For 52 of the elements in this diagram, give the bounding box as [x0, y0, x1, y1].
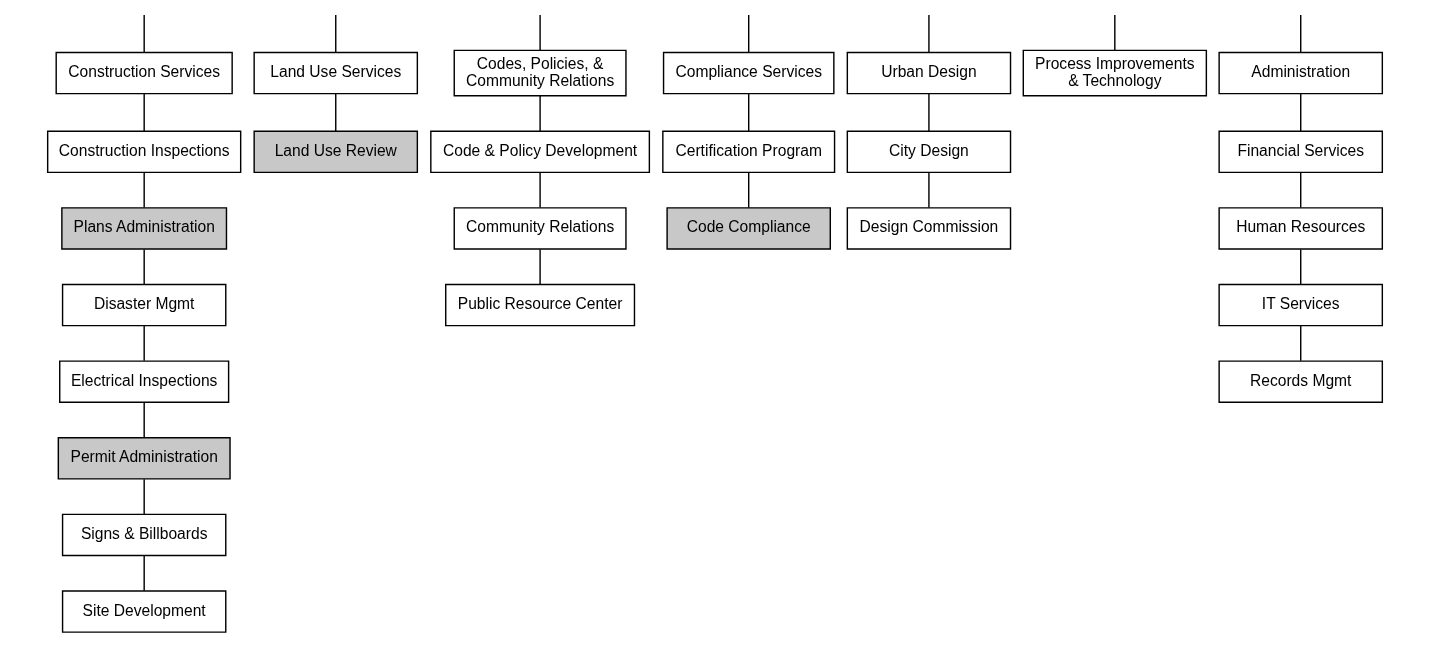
connector — [747, 93, 749, 132]
connector — [1113, 14, 1116, 51]
connector — [927, 172, 930, 209]
connector — [538, 172, 541, 209]
connector — [927, 14, 930, 53]
node-box: Public Resource Center — [444, 283, 635, 327]
node-box: Codes, Policies, & Community Relations — [453, 49, 627, 97]
node-box: Financial Services — [1217, 130, 1383, 174]
connector — [142, 401, 145, 439]
connector — [142, 248, 145, 285]
connector — [142, 555, 145, 592]
connector — [927, 93, 930, 132]
connector — [1299, 248, 1301, 285]
node-box: Electrical Inspections — [58, 360, 229, 403]
node-box: Disaster Mgmt — [61, 283, 226, 327]
node-box: Construction Inspections — [46, 130, 241, 174]
node-box: Design Commission — [846, 207, 1011, 250]
connector — [334, 14, 336, 53]
node-box: Code & Policy Development — [429, 130, 650, 174]
connector — [334, 93, 336, 132]
connector — [1299, 172, 1301, 209]
node-box: Process Improvements & Technology — [1022, 49, 1207, 97]
node-box: Compliance Services — [662, 51, 835, 95]
connector — [1299, 93, 1301, 132]
connector — [538, 14, 541, 51]
node-box: Construction Services — [55, 51, 233, 95]
connector — [142, 14, 145, 53]
node-box: City Design — [846, 130, 1011, 174]
node-box: Code Compliance — [665, 207, 831, 250]
node-box: Community Relations — [453, 207, 627, 250]
node-box: Site Development — [61, 590, 226, 633]
node-box: Human Resources — [1217, 207, 1383, 250]
connector — [142, 325, 145, 362]
connector — [142, 478, 145, 515]
node-box: Plans Administration — [60, 207, 227, 250]
connector — [747, 172, 749, 209]
connector — [142, 93, 145, 132]
node-box: IT Services — [1217, 283, 1383, 327]
node-box: Certification Program — [661, 130, 835, 174]
node-box: Administration — [1217, 51, 1383, 95]
connector — [538, 248, 541, 285]
node-box: Records Mgmt — [1217, 360, 1383, 403]
connector — [1299, 325, 1301, 362]
connector — [1299, 14, 1301, 53]
node-box: Land Use Review — [252, 130, 418, 174]
connector — [538, 95, 541, 132]
node-box: Permit Administration — [57, 437, 231, 480]
connector — [142, 172, 145, 209]
node-box: Urban Design — [846, 51, 1011, 95]
node-box: Signs & Billboards — [61, 513, 226, 557]
node-box: Land Use Services — [252, 51, 418, 95]
connector — [747, 14, 749, 53]
